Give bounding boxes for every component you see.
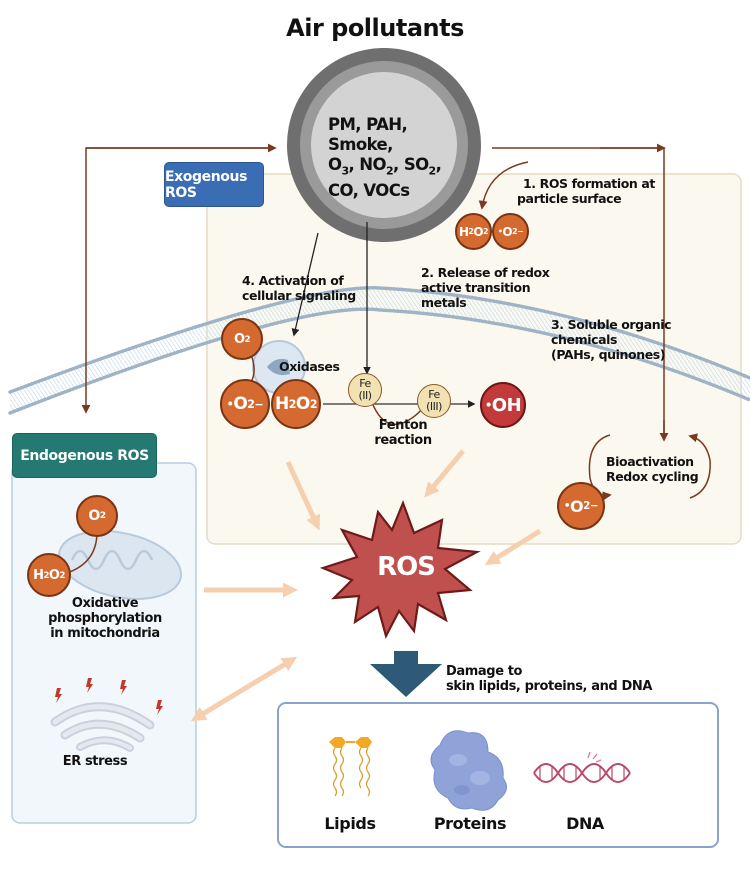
step4-note: 4. Activation of cellular signaling — [242, 273, 356, 303]
ros-starburst — [319, 499, 481, 639]
hydroxyl-radical: •OH — [480, 382, 526, 428]
damage-caption: Damage to skin lipids, proteins, and DNA — [446, 664, 652, 694]
pollutant-line-4: CO, VOCs — [328, 181, 410, 201]
stress-lightning-icons — [55, 678, 163, 715]
pollutant-list: PM, PAH, Smoke, O3, NO2, SO2, CO, VOCs — [328, 115, 442, 201]
arrow-step1 — [478, 161, 529, 210]
oxidases-label: Oxidases — [279, 359, 340, 374]
step1-note: 1. ROS formation at particle surface — [517, 176, 655, 206]
ros-center-label: ROS — [377, 552, 436, 582]
mitochondrion-icon — [57, 530, 183, 600]
pollutant-line-1: PM, PAH, — [328, 115, 408, 134]
pollutant-particle — [287, 48, 481, 242]
damage-arrow — [370, 651, 442, 697]
exogenous-ros-label: Exogenous ROS — [164, 162, 264, 207]
endogenous-ros-label: Endogenous ROS — [12, 433, 157, 478]
er-stress-caption: ER stress — [62, 754, 128, 769]
target-dna-label: DNA — [566, 814, 604, 833]
bioactivation-label: Bioactivation Redox cycling — [606, 454, 699, 484]
target-proteins-label: Proteins — [433, 814, 507, 833]
flows-to-ros — [190, 449, 542, 722]
pollutant-line-3: O3, NO2, SO2, — [328, 155, 442, 178]
redox-cycle-arrow-right — [688, 433, 711, 499]
step3-note: 3. Soluble organic chemicals (PAHs, quin… — [551, 317, 672, 362]
target-lipids-label: Lipids — [324, 814, 376, 833]
lipids-icon — [329, 737, 372, 797]
step2-note: 2. Release of redox active transition me… — [421, 265, 550, 310]
er-icon — [50, 702, 155, 752]
diagram-title: Air pollutants — [286, 14, 464, 42]
protein-icon — [430, 730, 508, 811]
fe2-ion: Fe(II) — [348, 373, 382, 407]
fenton-label: Fenton reaction — [374, 418, 432, 448]
fe3-ion: Fe(III) — [417, 384, 451, 418]
mitochondria-caption: Oxidative phosphorylation in mitochondri… — [48, 596, 162, 641]
pollutant-line-2: Smoke, — [328, 135, 393, 154]
dna-icon — [533, 751, 631, 783]
cell-membrane — [8, 286, 750, 415]
arrow-to-oxidases — [291, 232, 319, 337]
